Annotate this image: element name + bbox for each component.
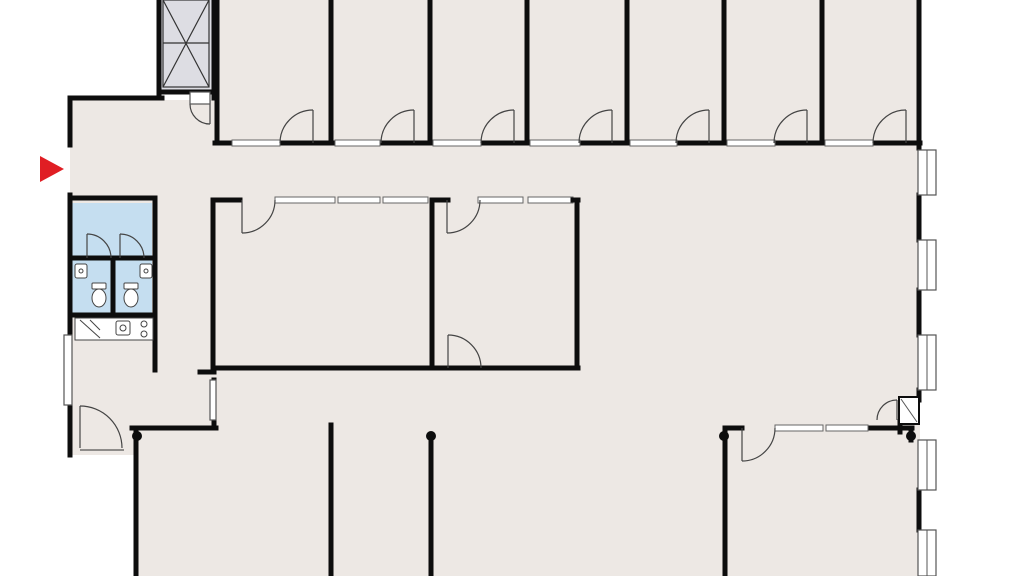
elevator-shaft <box>160 0 212 90</box>
sink-icon <box>139 263 153 279</box>
doors <box>79 100 907 462</box>
elevator-shaft-icon <box>162 0 210 88</box>
door <box>380 109 415 144</box>
window <box>917 439 937 491</box>
door <box>876 399 898 421</box>
door-sills <box>80 91 211 451</box>
toilet-icon <box>123 282 139 308</box>
door <box>675 109 710 144</box>
kitchenette-icon <box>74 317 154 341</box>
door <box>86 233 112 259</box>
entrance-arrow-icon <box>40 156 64 182</box>
door <box>279 109 314 144</box>
door <box>773 109 808 144</box>
door <box>480 109 515 144</box>
window <box>917 334 937 391</box>
south-wing-floor <box>135 425 920 576</box>
window <box>917 239 937 291</box>
door <box>79 405 123 449</box>
window <box>917 529 937 576</box>
door <box>578 109 613 144</box>
wall-posts <box>132 431 916 441</box>
wc-fixtures <box>74 263 153 308</box>
shaft-box-diagonal <box>900 398 918 423</box>
door <box>446 199 481 234</box>
right-facade-windows <box>898 149 937 576</box>
window <box>917 149 937 196</box>
toilet-icon <box>91 282 107 308</box>
door <box>119 233 145 259</box>
door <box>741 427 776 462</box>
left-glazing <box>63 334 217 421</box>
corridor-floor <box>70 100 920 430</box>
glazed-partitions <box>231 139 874 432</box>
door <box>447 334 482 369</box>
door <box>872 109 907 144</box>
sink-icon <box>74 263 88 279</box>
door <box>241 199 276 234</box>
